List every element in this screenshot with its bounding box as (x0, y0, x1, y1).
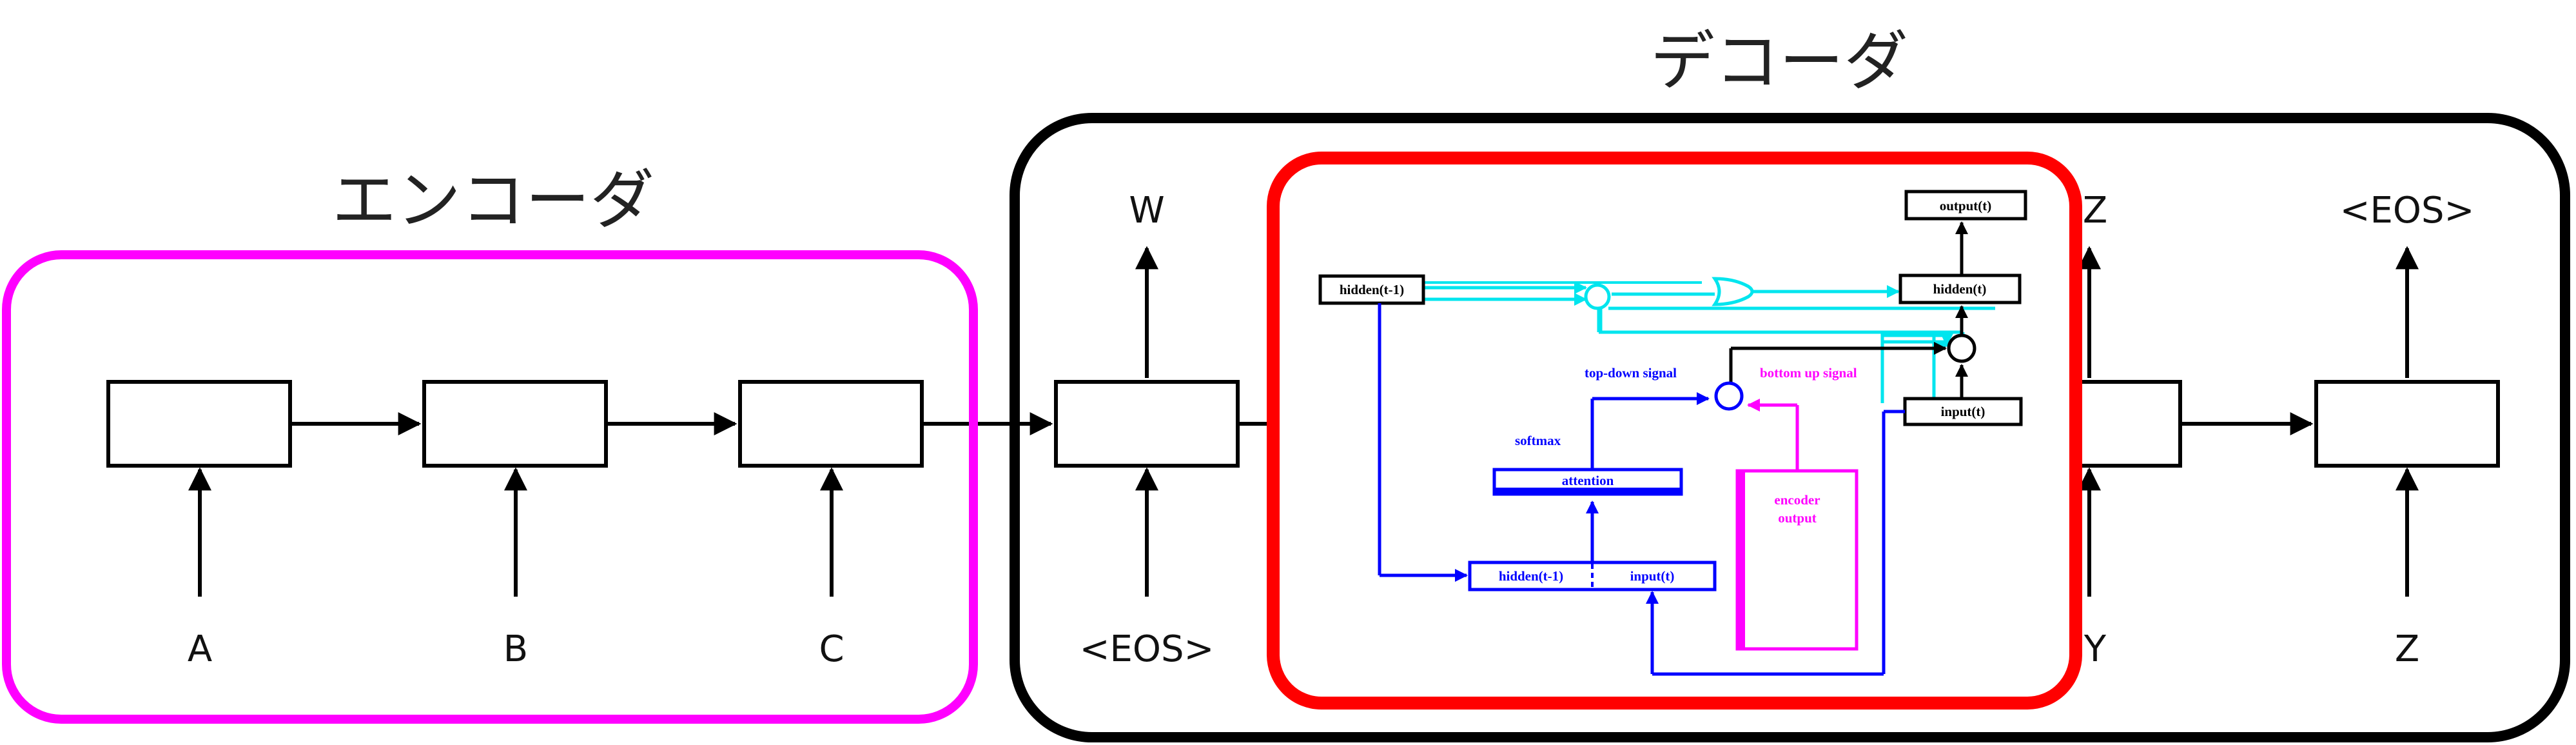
encoder-input-b: B (503, 628, 528, 670)
encoder-cell-c (738, 380, 924, 468)
attention-label: attention (1562, 473, 1614, 488)
encoder-input-a: A (188, 628, 212, 670)
decoder-frame (1010, 113, 2570, 742)
attention-detail: output(t) hidden(t-1) hidden(t) input(t) (1267, 152, 2082, 710)
output-t-label: output(t) (1940, 198, 1992, 214)
decoder-cell-3 (2314, 380, 2500, 468)
decoder-input-z: Z (2395, 628, 2419, 670)
decoder-input-y: Y (2083, 628, 2107, 670)
encoder-section: A B C (106, 380, 1053, 670)
attention-detail-background (1273, 158, 2076, 703)
hidden-prev-box (1318, 274, 1425, 305)
input-t-label: input(t) (1941, 404, 1986, 419)
concat-hidden-label: hidden(t-1) (1499, 568, 1563, 584)
attention-detail-frame (1267, 152, 2082, 710)
encoder-title: エンコーダ (332, 163, 654, 238)
merge-node (1947, 333, 1976, 363)
or-gate (1712, 277, 1754, 306)
bottom-up-label: bottom up signal (1760, 365, 1857, 381)
attention-combine-node (1714, 381, 1744, 411)
encoder-cell-b (422, 380, 608, 468)
decoder-section: W Z <EOS> <EOS> Y Z (1054, 190, 2500, 670)
encoder-output-bar (1737, 471, 1745, 649)
cyan-node (1584, 283, 1611, 310)
softmax-label: softmax (1515, 433, 1561, 448)
decoder-output-w: W (1129, 190, 1164, 232)
encoder-cell-a (106, 380, 292, 468)
hidden-t-label: hidden(t) (1933, 281, 1987, 297)
top-down-label: top-down signal (1585, 365, 1677, 381)
magenta-flows (1747, 399, 1799, 471)
encoder-input-c: C (819, 628, 844, 670)
concat-input-label: input(t) (1630, 568, 1675, 584)
encoder-frame (2, 250, 978, 724)
blue-flows (1378, 303, 1905, 676)
decoder-cell-1 (1054, 380, 1240, 468)
decoder-input-eos: <EOS> (1080, 628, 1215, 670)
decoder-output-eos: <EOS> (2340, 190, 2475, 232)
encoder-output-label-2: output (1778, 510, 1817, 526)
attention-box-bar (1494, 488, 1681, 495)
encoder-output-label-1: encoder (1774, 492, 1820, 508)
cyan-flows (1425, 281, 1995, 406)
decoder-output-z: Z (2083, 190, 2107, 232)
decoder-title: デコーダ (1650, 24, 1908, 99)
hidden-prev-label: hidden(t-1) (1340, 282, 1404, 297)
output-t-box (1904, 190, 2027, 221)
